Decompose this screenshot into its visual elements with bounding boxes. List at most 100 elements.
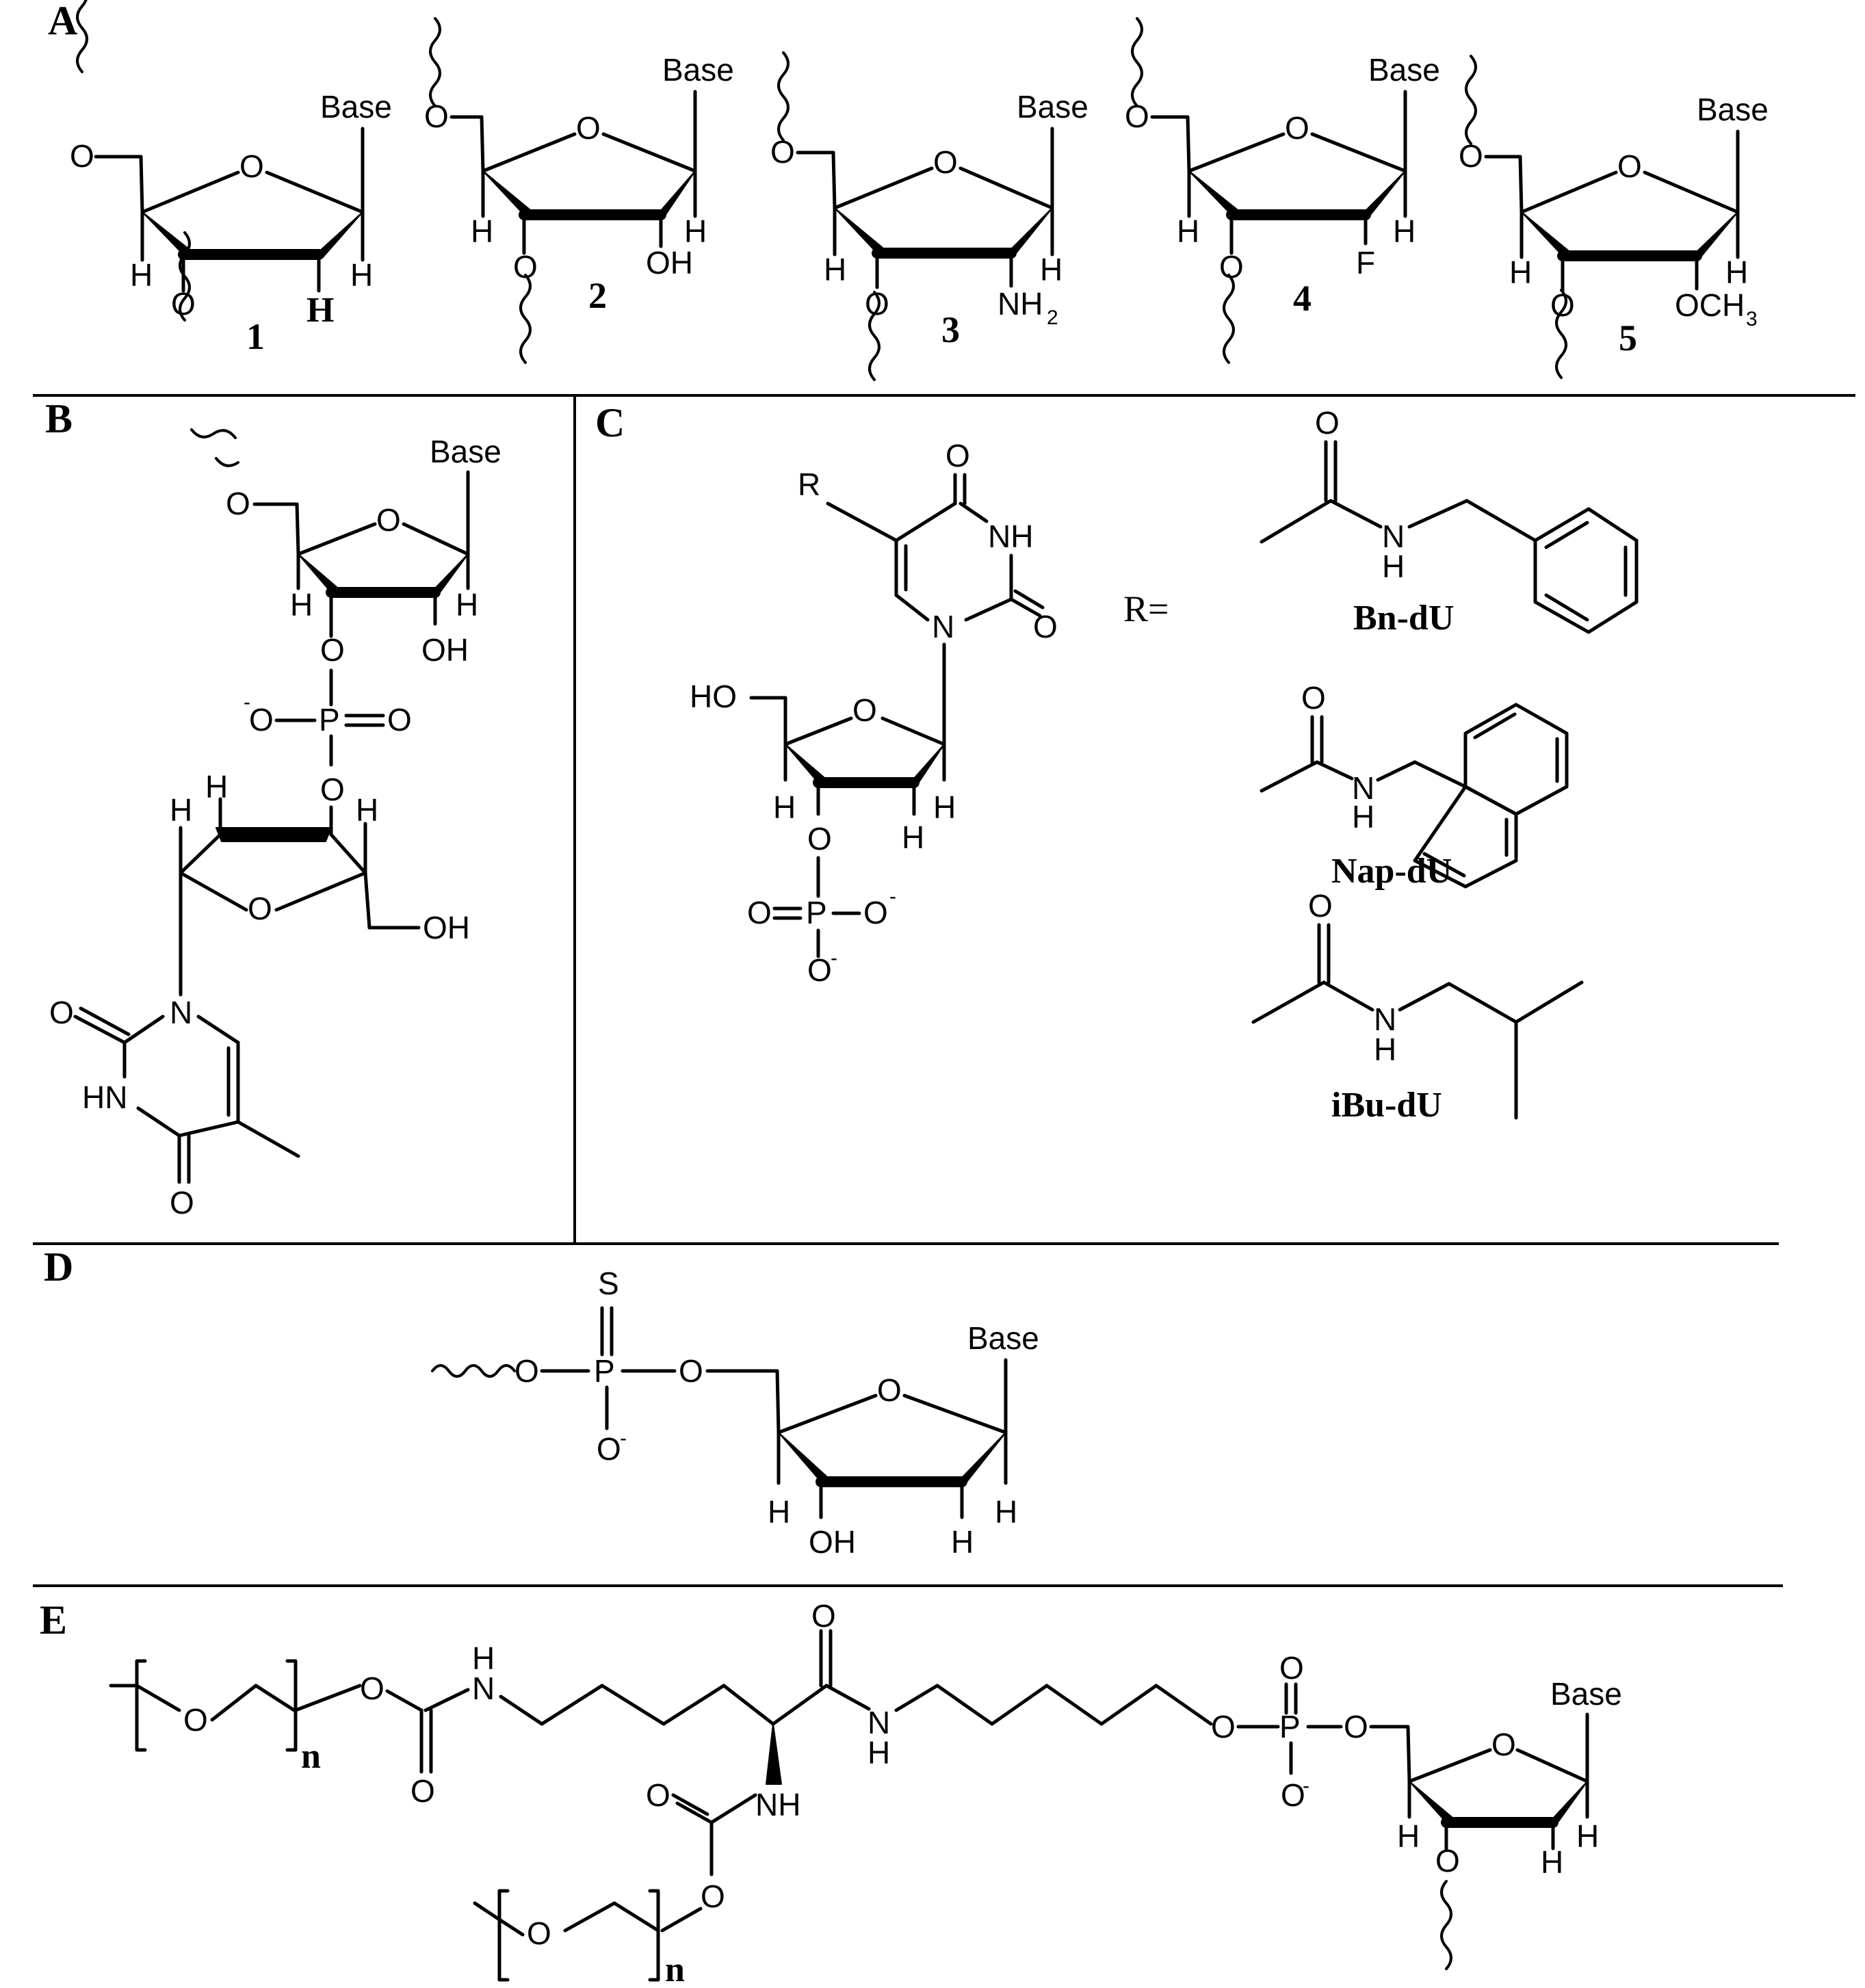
- atom-o-ring: O: [376, 502, 401, 538]
- bracket-left: [497, 1889, 510, 1982]
- atom-h: H: [290, 587, 313, 623]
- compound-number-5: 5: [1619, 317, 1637, 358]
- panel-e: O n O O N H NH O N H O P: [109, 1598, 1622, 1988]
- atom-h: H: [995, 1494, 1017, 1530]
- panel-c: R O NH O N O HO H H H O O: [690, 405, 1639, 1125]
- atom-o: O: [249, 702, 274, 737]
- atom-o: O: [679, 1353, 703, 1389]
- atom-n: N: [472, 1671, 495, 1706]
- atom-o: O: [701, 1879, 725, 1914]
- bracket-right: [648, 1889, 660, 1982]
- atom-h: H: [868, 1735, 890, 1770]
- atom-h: H: [1374, 1032, 1396, 1067]
- panel-label-b: B: [45, 396, 73, 441]
- subscript-3: 3: [1746, 308, 1758, 330]
- atom-o-ring: O: [1285, 110, 1309, 146]
- atom-h: H: [456, 587, 478, 623]
- wavy-bond: [519, 274, 532, 364]
- compound-3-structure: O O Base H H O NH 2 3: [770, 51, 1088, 381]
- atom-o: O: [410, 1773, 435, 1809]
- panel-b: O O Base H H OH O - O P O O O: [49, 428, 501, 1220]
- atom-h: H: [472, 1640, 495, 1676]
- atom-p: P: [806, 895, 827, 930]
- wavy-bond: [429, 17, 441, 107]
- compound-number-3: 3: [941, 309, 960, 350]
- atom-o-3prime: O: [1219, 249, 1244, 285]
- substituent-3-nh2: NH: [997, 286, 1043, 322]
- r-group-nap: O N H Nap-dU: [1260, 680, 1569, 891]
- bracket-left: [135, 1659, 147, 1752]
- atom-o-5prime: O: [70, 138, 94, 174]
- r-group-name-bn: Bn-dU: [1353, 599, 1454, 638]
- atom-p: P: [1279, 1709, 1301, 1744]
- atom-o: O: [183, 1702, 208, 1738]
- substituent-oh: OH: [421, 632, 469, 668]
- atom-p: P: [319, 702, 340, 737]
- charge-minus: -: [620, 1427, 627, 1450]
- atom-o: O: [1279, 1650, 1304, 1686]
- atom-h: H: [1397, 1818, 1420, 1854]
- subscript-2: 2: [1047, 306, 1058, 329]
- atom-o: O: [1315, 405, 1340, 441]
- atom-n: N: [1374, 1002, 1396, 1037]
- atom-o-ring: O: [1491, 1727, 1516, 1762]
- atom-p: P: [594, 1353, 615, 1389]
- base-label: Base: [967, 1320, 1039, 1356]
- substituent-oh: OH: [423, 910, 470, 945]
- atom-o: O: [514, 1353, 539, 1389]
- atom-h: H: [356, 792, 378, 828]
- r-group-name-nap: Nap-dU: [1331, 852, 1452, 891]
- repeat-n: n: [665, 1950, 685, 1988]
- atom-o: O: [1308, 888, 1333, 924]
- atom-o-ring: O: [877, 1372, 902, 1408]
- atom-o: O: [597, 1431, 621, 1467]
- atom-o: O: [1301, 680, 1326, 716]
- panel-d: O P S O O - O Base H H OH H: [431, 1266, 1039, 1560]
- atom-o-3prime: O: [513, 249, 538, 285]
- r-group-ibu: O N H iBu-dU: [1251, 888, 1584, 1125]
- panel-label-c: C: [595, 400, 625, 445]
- compound-4-structure: O O Base H H O F 4: [1125, 17, 1440, 364]
- atom-ho: HO: [690, 679, 737, 714]
- atom-o: O: [945, 438, 970, 473]
- atom-o-ring: O: [239, 148, 264, 184]
- wavy-bond: [431, 1364, 516, 1378]
- r-group-bn: O N H Bn-dU: [1260, 405, 1639, 638]
- atom-h: H: [933, 789, 956, 825]
- atom-h: H: [130, 257, 153, 293]
- wavy-bond: [190, 428, 237, 439]
- atom-o: O: [49, 995, 74, 1030]
- charge-minus: -: [889, 885, 896, 908]
- atom-o-5prime: O: [770, 134, 795, 170]
- base-label: Base: [662, 52, 734, 88]
- atom-h: H: [205, 769, 228, 805]
- atom-o: O: [646, 1777, 670, 1813]
- atom-o: O: [747, 895, 772, 930]
- atom-o: O: [170, 1185, 194, 1220]
- atom-o-5prime: O: [1459, 138, 1483, 174]
- atom-h: H: [1352, 799, 1374, 835]
- compound-number-1: 1: [246, 316, 265, 357]
- panel-label-e: E: [40, 1597, 67, 1643]
- r-group-atom: R: [798, 467, 820, 502]
- substituent-5-och3: OCH: [1675, 287, 1745, 323]
- panel-label-d: D: [44, 1244, 73, 1290]
- atom-h: H: [170, 792, 192, 828]
- wavy-bond: [1440, 1880, 1452, 1970]
- atom-h: H: [1541, 1844, 1563, 1880]
- panel-dividers: [33, 394, 1855, 1587]
- atom-o: O: [1344, 1709, 1368, 1744]
- base-label: Base: [1368, 52, 1440, 88]
- atom-h: H: [1576, 1818, 1599, 1854]
- atom-h: H: [684, 213, 707, 249]
- atom-o-3prime: O: [1435, 1843, 1460, 1879]
- atom-hn: HN: [82, 1080, 127, 1115]
- atom-h: H: [1040, 252, 1062, 287]
- charge-minus: -: [831, 947, 837, 969]
- atom-h: H: [1509, 254, 1532, 290]
- atom-o-ring: O: [933, 144, 958, 180]
- wavy-bond: [215, 457, 239, 467]
- atom-o: O: [807, 952, 832, 988]
- r-group-name-ibu: iBu-dU: [1331, 1086, 1442, 1125]
- substituent-2-oh: OH: [646, 245, 693, 280]
